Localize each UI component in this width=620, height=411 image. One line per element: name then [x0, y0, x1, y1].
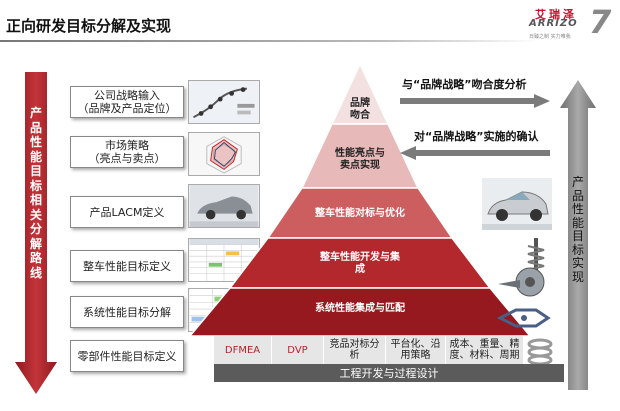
car-render-thumbnail: [188, 184, 260, 228]
pyramid-level-system: [188, 287, 532, 337]
step-lacm-definition: 产品LACM定义: [70, 196, 184, 228]
brand-fit-analysis-label: 与“品牌战略”吻合度分析: [402, 78, 527, 91]
pyramid-label-system: 系统性能集成与匹配: [315, 303, 405, 314]
title-divider: [0, 40, 540, 42]
performance-pyramid: [188, 62, 532, 337]
brand-fit-arrow: [400, 94, 550, 108]
right-arrow-text: 产品 性能 目标 实现: [571, 175, 584, 284]
step-market-strategy: 市场策略（亮点与卖点）: [70, 136, 184, 168]
slide-title: 正向研发目标分解及实现: [6, 17, 172, 35]
pyramid-label-benchmark: 整车性能对标与优化: [315, 208, 405, 219]
logo-numeral: 7: [589, 3, 612, 41]
step-system-target: 系统性能目标分解: [70, 296, 184, 328]
car-cutaway-image: [482, 178, 552, 230]
engineering-process-bar: 工程开发与过程设计: [214, 364, 564, 382]
base-cell-dvp: DVP: [272, 336, 324, 364]
realization-up-arrow: [560, 80, 596, 390]
brand-logo: 艾瑞泽 ARRIZO 7 日臻之制 实力唯我: [527, 6, 617, 44]
decomposition-down-arrow: [15, 72, 57, 394]
subframe-image: [496, 308, 551, 328]
step-vehicle-target: 整车性能目标定义: [70, 250, 184, 282]
base-cell-benchmark-analysis: 竞品对标分析: [324, 336, 386, 364]
radar-chart-thumbnail: [188, 132, 260, 176]
step-strategy-input: 公司战略输入（品牌及产品定位）: [70, 86, 184, 118]
pyramid-label-development: 整车性能开发与集成: [320, 252, 400, 275]
left-arrow-text: 产品 性能 目标 相关 分解 路线: [29, 106, 42, 280]
base-cell-dfmea: DFMEA: [214, 336, 272, 364]
base-cell-cost-weight: 成本、重量、精度、材料、周期: [446, 336, 524, 364]
pyramid-label-brand: 品牌吻合: [350, 98, 370, 121]
pyramid-label-highlights: 性能亮点与卖点实现: [335, 148, 385, 171]
logo-tagline: 日臻之制 实力唯我: [529, 34, 571, 40]
base-cell-platform-strategy: 平台化、沿用策略: [386, 336, 446, 364]
logo-name-en: ARRIZO: [529, 18, 578, 29]
brand-confirmation-label: 对“品牌战略”实施的确认: [414, 130, 539, 143]
brake-assembly-image: [498, 267, 545, 297]
logo-name-cn: 艾瑞泽: [535, 8, 577, 21]
strategy-map-thumbnail: [188, 80, 260, 124]
step-component-target: 零部件性能目标定义: [70, 340, 184, 372]
brand-confirmation-arrow: [400, 146, 550, 160]
